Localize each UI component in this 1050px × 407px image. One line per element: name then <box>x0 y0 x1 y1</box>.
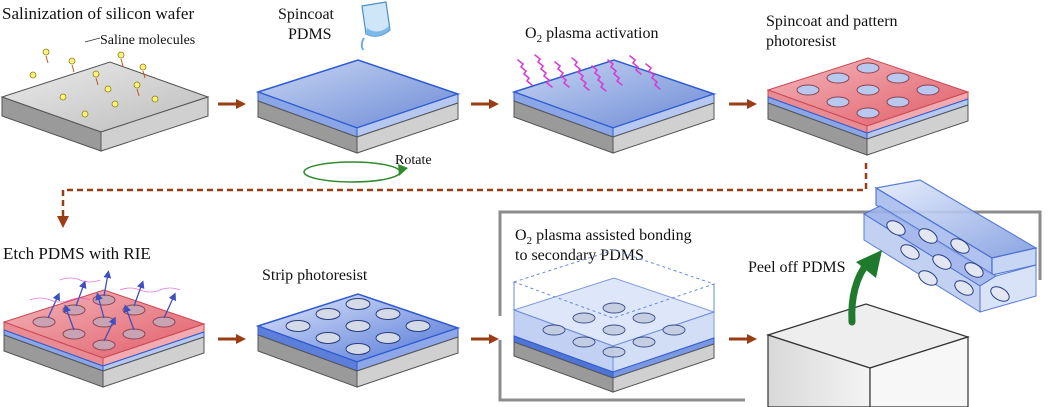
dashed-connector <box>61 163 868 218</box>
rie-ion-arrows <box>47 270 176 342</box>
plasma-rays <box>517 54 661 92</box>
pedestal-block <box>766 303 970 407</box>
bonded-device-step7 <box>512 249 716 393</box>
rie-wavy-lines <box>29 277 181 303</box>
step8-title: Peel off PDMS <box>748 259 846 276</box>
rotate-label: Rotate <box>395 153 432 168</box>
saline-fall-arrows <box>45 55 146 97</box>
arrow-step5-to-step6 <box>218 334 246 344</box>
arrow-step2-to-step3 <box>471 99 499 109</box>
step4-title-line2: photoresist <box>766 33 837 50</box>
step3-title-rest: plasma activation <box>542 25 659 42</box>
wafer-step1 <box>0 61 210 152</box>
wafer-step3 <box>511 59 717 154</box>
o2-subscript: 2 <box>526 235 533 248</box>
arrow-step6-to-step7 <box>471 334 499 344</box>
step7-title-rest: plasma assisted bonding <box>532 227 692 244</box>
pdms-wells-step6 <box>285 298 431 355</box>
step5-title: Etch PDMS with RIE <box>3 244 151 263</box>
arrow-step1-to-step2 <box>218 99 246 109</box>
arrow-step7-to-step8 <box>729 334 757 344</box>
arrow-step3-to-step4 <box>729 99 757 109</box>
rotate-arrow-icon <box>303 161 408 183</box>
dashed-connector-arrowhead <box>57 216 69 228</box>
saline-molecules <box>29 48 159 118</box>
step2-title-line2: PDMS <box>288 26 332 43</box>
pdms-wells-step7 <box>542 302 686 358</box>
step2-title-line1: Spincoat <box>278 6 334 23</box>
step1-title: Salinization of silicon wafer <box>2 4 195 23</box>
saline-annotation: Saline molecules <box>100 33 196 48</box>
step6-title: Strip photoresist <box>262 267 368 284</box>
o2-letter: O <box>515 227 527 244</box>
wafer-step2 <box>255 59 461 154</box>
step4-title-line1: Spincoat and pattern <box>766 13 898 30</box>
o2-letter: O <box>525 25 537 42</box>
beaker-icon <box>360 1 391 51</box>
peel-arrow-icon <box>848 250 882 326</box>
peeled-pdms-block <box>862 179 1038 313</box>
bonding-frame <box>498 210 1042 402</box>
o2-subscript: 2 <box>536 33 543 46</box>
step3-title: O2 plasma activation <box>525 24 658 49</box>
photoresist-holes <box>796 62 940 119</box>
annotation-leader <box>84 37 101 43</box>
pdms-wells-peeled <box>886 220 1010 302</box>
step7-title-line1: O2 plasma assisted bonding <box>515 226 692 251</box>
